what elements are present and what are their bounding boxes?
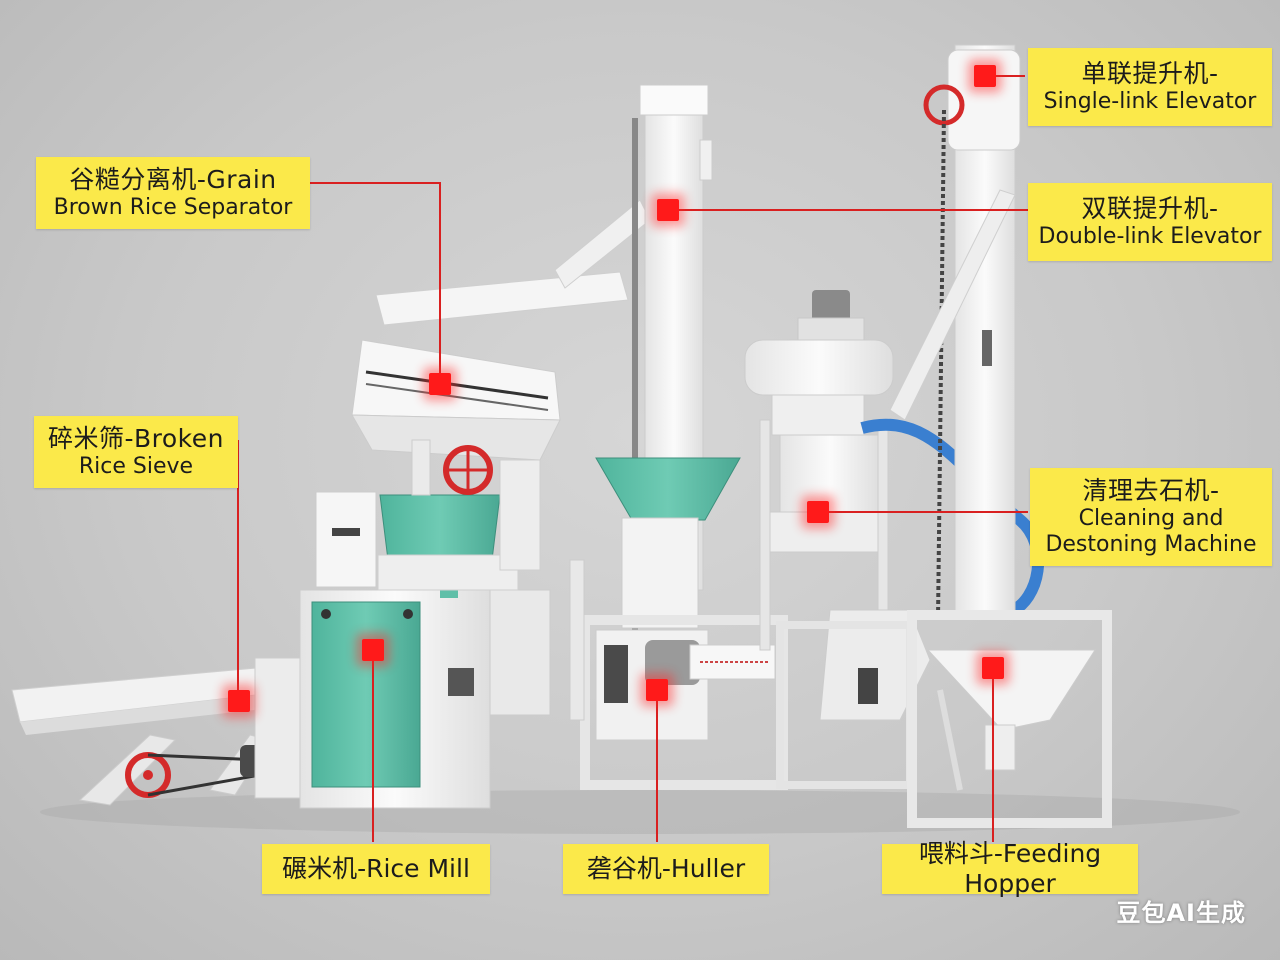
marker-grain-separator bbox=[429, 373, 451, 395]
feeding-hopper-machine bbox=[907, 610, 1112, 828]
label-grain-separator: 谷糙分离机-Grain Brown Rice Separator bbox=[36, 157, 310, 229]
label-huller: 砻谷机-Huller bbox=[563, 844, 769, 894]
label-cleaning-line3: Destoning Machine bbox=[1045, 532, 1257, 557]
label-feeding-hopper: 喂料斗-Feeding Hopper bbox=[882, 839, 1138, 898]
label-cleaning-line2: Cleaning and bbox=[1078, 505, 1224, 531]
watermark: 豆包AI生成 bbox=[1116, 899, 1246, 927]
label-cleaning-line1: 清理去石机- bbox=[1082, 475, 1220, 505]
marker-double-elevator bbox=[657, 199, 679, 221]
label-rice-mill-text: 碾米机-Rice Mill bbox=[282, 854, 470, 883]
leader-lines bbox=[237, 75, 1028, 842]
label-single-elevator-line1: 单联提升机- bbox=[1081, 58, 1219, 88]
marker-rice-mill bbox=[362, 639, 384, 661]
label-single-elevator-line2: Single-link Elevator bbox=[1043, 88, 1257, 114]
label-huller-text: 砻谷机-Huller bbox=[586, 854, 746, 883]
broken-rice-sieve-machine bbox=[11, 657, 301, 806]
label-rice-mill: 碾米机-Rice Mill bbox=[262, 844, 490, 894]
rice-mill-machine bbox=[299, 491, 551, 809]
label-double-elevator-line2: Double-link Elevator bbox=[1038, 223, 1262, 249]
label-grain-separator-line1: 谷糙分离机-Grain bbox=[69, 164, 277, 194]
marker-cleaning-machine bbox=[807, 501, 829, 523]
label-cleaning-machine: 清理去石机- Cleaning and Destoning Machine bbox=[1030, 468, 1272, 566]
label-single-elevator: 单联提升机- Single-link Elevator bbox=[1028, 48, 1272, 126]
marker-single-elevator bbox=[974, 65, 996, 87]
cleaning-destoning-machine bbox=[744, 290, 1045, 789]
huller-machine bbox=[569, 457, 788, 790]
marker-huller bbox=[646, 679, 668, 701]
marker-broken-sieve bbox=[228, 690, 250, 712]
label-double-elevator-line1: 双联提升机- bbox=[1081, 193, 1219, 223]
label-double-elevator: 双联提升机- Double-link Elevator bbox=[1028, 183, 1272, 261]
label-feeding-hopper-text: 喂料斗-Feeding Hopper bbox=[918, 839, 1102, 898]
marker-feeding-hopper bbox=[982, 657, 1004, 679]
label-broken-sieve-line1: 碎米筛-Broken bbox=[47, 423, 224, 453]
grain-separator-machine bbox=[351, 199, 651, 571]
label-broken-sieve-line2: Rice Sieve bbox=[78, 453, 194, 479]
label-broken-sieve: 碎米筛-Broken Rice Sieve bbox=[34, 416, 238, 488]
single-link-elevator-machine bbox=[889, 44, 1021, 621]
label-grain-separator-line2: Brown Rice Separator bbox=[53, 194, 293, 220]
